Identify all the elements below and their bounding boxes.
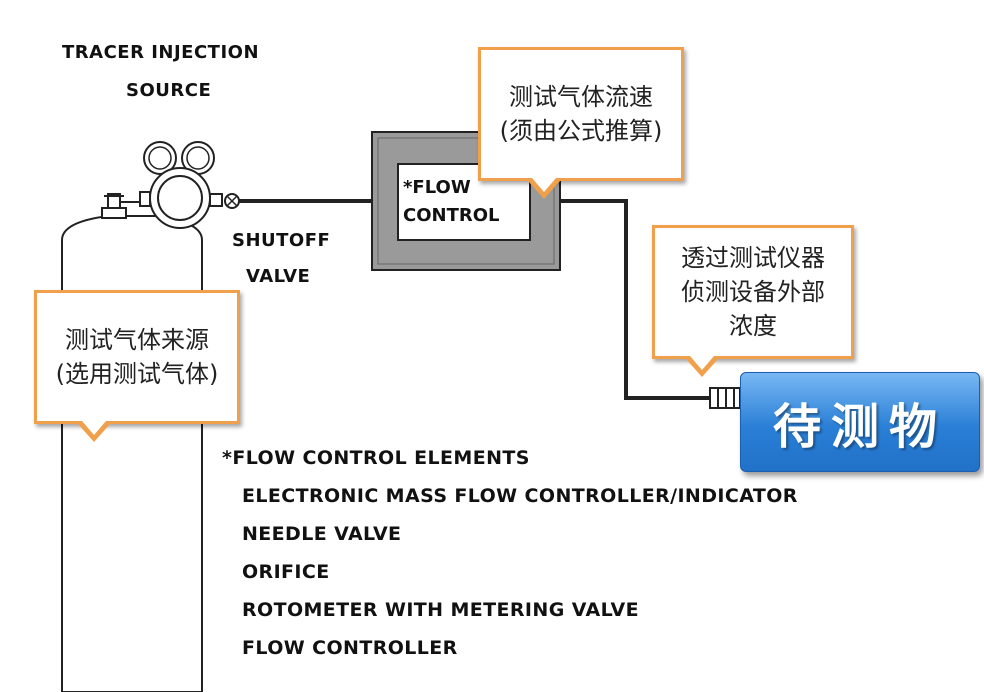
gas-tubing: [239, 199, 712, 400]
callout-detection-line1: 透过测试仪器: [681, 243, 825, 272]
callout-source-pointer-inner: [82, 421, 106, 435]
connector-fitting: [709, 387, 741, 409]
flow-control-label: *FLOW CONTROL: [403, 174, 500, 230]
test-object: 待测物: [740, 372, 980, 472]
shutoff-valve: [224, 193, 240, 209]
shutoff-valve-label-line1: SHUTOFF: [232, 230, 331, 251]
flow-control-label-line1: *FLOW: [403, 177, 471, 198]
callout-flow-rate-line2: (须由公式推算): [499, 117, 663, 145]
flow-control-elements-list: *FLOW CONTROL ELEMENTS ELECTRONIC MASS F…: [222, 445, 798, 673]
gas-cylinder: [61, 215, 203, 692]
list-item: FLOW CONTROLLER: [242, 637, 458, 659]
callout-source: 测试气体来源 (选用测试气体): [34, 290, 240, 424]
list-item: ELECTRONIC MASS FLOW CONTROLLER/INDICATO…: [242, 485, 798, 507]
flow-control-elements-title: *FLOW CONTROL ELEMENTS: [222, 447, 530, 469]
list-item: NEEDLE VALVE: [242, 523, 402, 545]
callout-detection-line3: 浓度: [729, 312, 777, 341]
list-item: ROTOMETER WITH METERING VALVE: [242, 599, 639, 621]
callout-detection: 透过测试仪器 侦测设备外部 浓度: [652, 225, 854, 359]
callout-source-line1: 测试气体来源: [65, 325, 209, 354]
callout-source-line2: (选用测试气体): [55, 360, 219, 388]
callout-detection-line2: 侦测设备外部: [681, 277, 825, 306]
callout-detection-pointer-inner: [690, 356, 714, 370]
pressure-regulator: [139, 141, 223, 229]
list-item: ORIFICE: [242, 561, 330, 583]
cylinder-valve: [101, 193, 140, 219]
callout-flow-rate-pointer-inner: [532, 178, 556, 192]
shutoff-valve-label-line2: VALVE: [246, 266, 311, 287]
source-label-line1: TRACER INJECTION: [62, 42, 260, 63]
callout-flow-rate-line1: 测试气体流速: [509, 82, 653, 111]
test-object-label: 待测物: [772, 399, 947, 455]
callout-flow-rate: 测试气体流速 (须由公式推算): [478, 47, 684, 181]
source-label-line2: SOURCE: [126, 80, 212, 101]
flow-control-label-line2: CONTROL: [403, 204, 500, 226]
